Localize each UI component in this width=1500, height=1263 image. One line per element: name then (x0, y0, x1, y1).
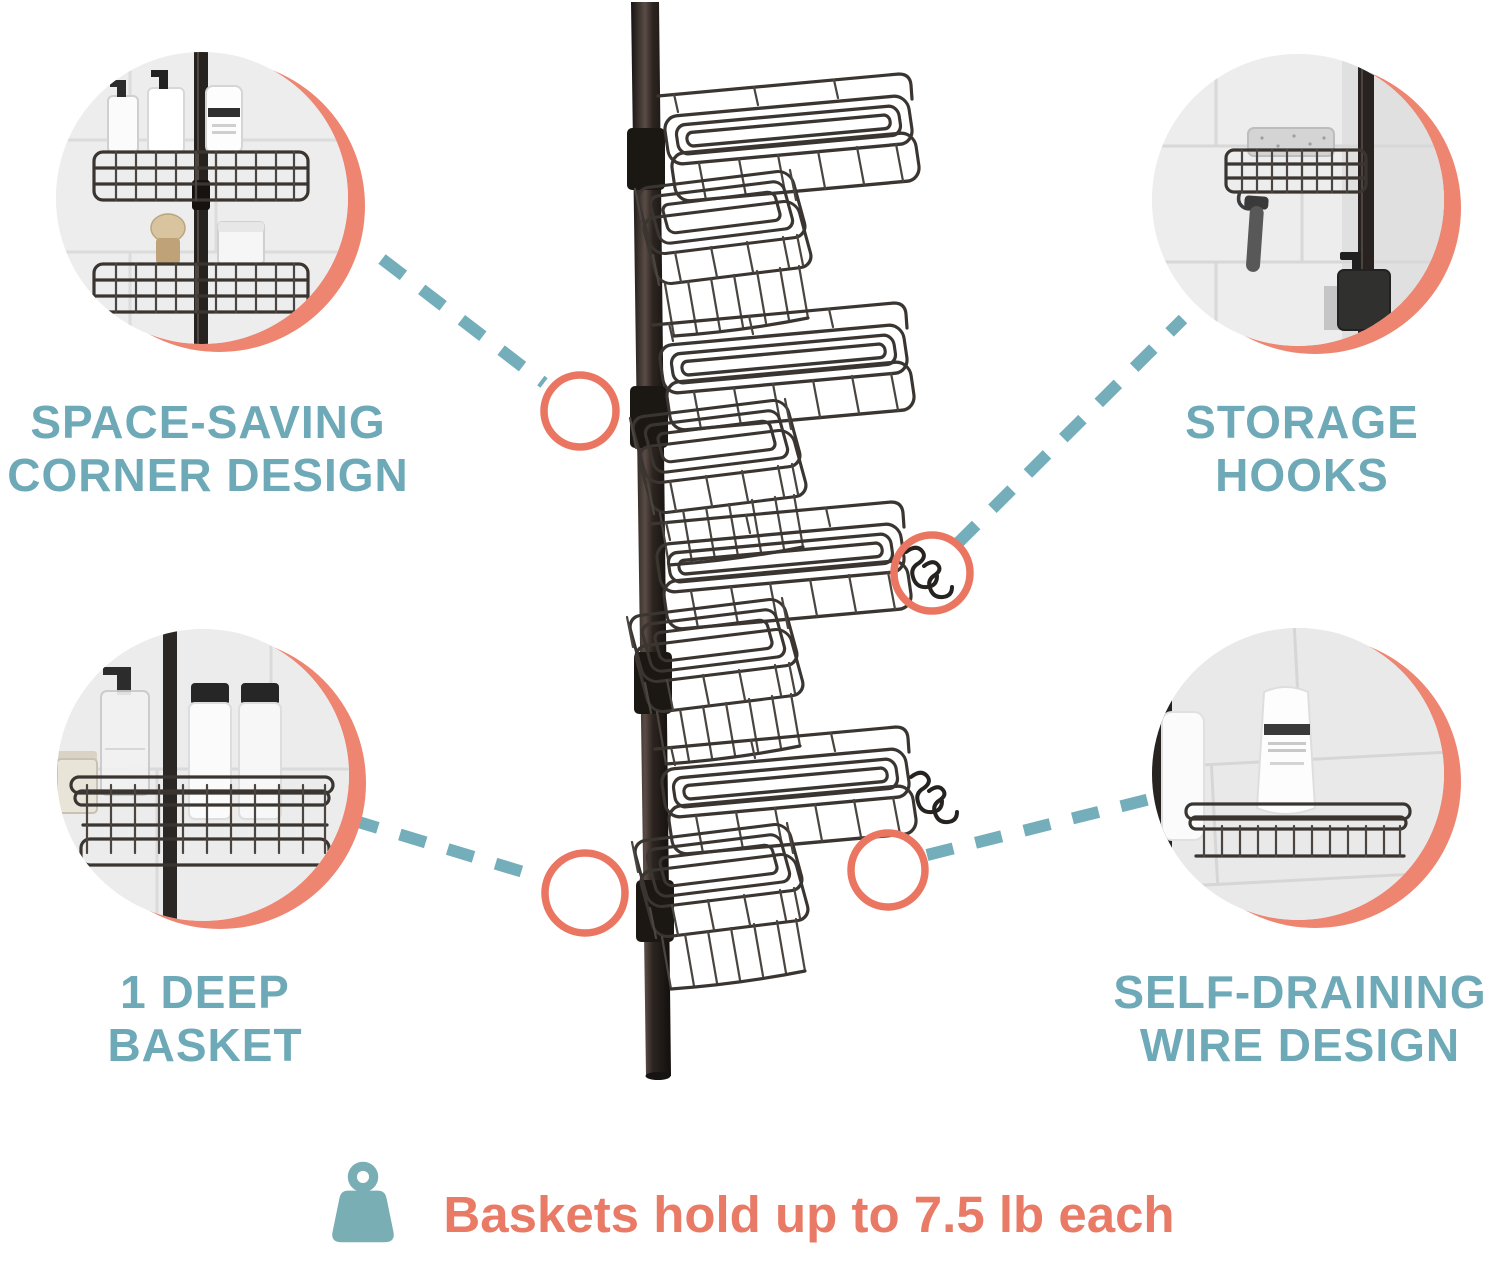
marker-ring-storage-hooks (890, 531, 974, 615)
callout-photo-deep-basket (57, 629, 366, 929)
weight-capacity-text: Baskets hold up to 7.5 lb each (443, 1186, 1175, 1243)
callout-photo-corner-design (56, 52, 365, 352)
marker-ring-self-draining (847, 829, 929, 911)
callout-photo-storage-hooks (1152, 54, 1461, 354)
storage-hooks-photo (1152, 54, 1444, 346)
self-draining-photo (1152, 628, 1444, 920)
corner-design-photo (56, 52, 348, 344)
marker-ring-deep-basket (541, 849, 629, 937)
pole-joint-collar (634, 652, 672, 714)
pole-joint-collar (627, 128, 665, 190)
connector-line-storage-hooks (952, 314, 1188, 549)
connector-line-corner-design (378, 254, 548, 388)
weight-icon (332, 1161, 395, 1243)
label-self-draining: SELF-DRAINING WIRE DESIGN (1113, 966, 1487, 1072)
marker-ring-corner-design (540, 371, 620, 451)
label-storage-hooks: STORAGE HOOKS (1185, 396, 1419, 502)
connector-line-deep-basket (350, 814, 545, 884)
deep-basket-photo (57, 629, 349, 921)
label-corner-design: SPACE-SAVING CORNER DESIGN (7, 396, 409, 502)
connector-line-self-draining (925, 791, 1160, 861)
callout-photo-self-draining (1152, 628, 1461, 928)
label-deep-basket: 1 DEEP BASKET (107, 966, 303, 1072)
footer-note: Baskets hold up to 7.5 lb each (0, 1158, 1500, 1246)
